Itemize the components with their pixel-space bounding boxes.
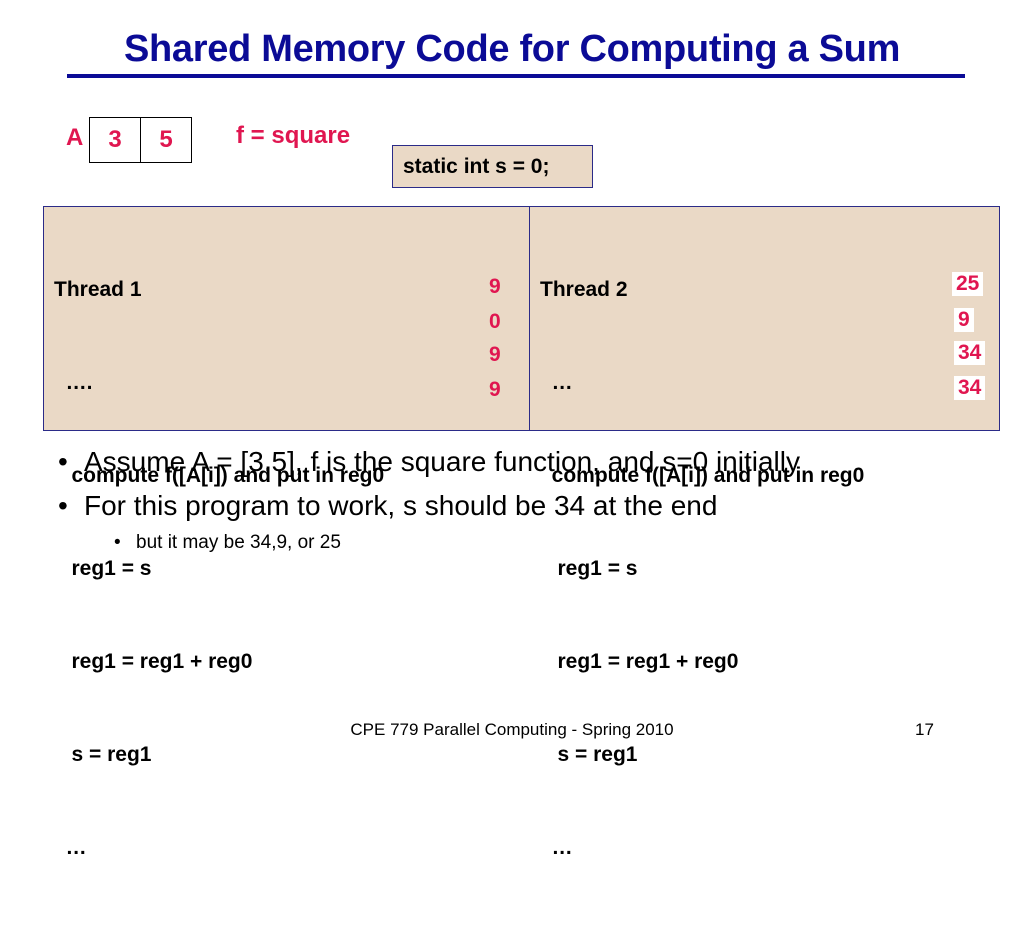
thread2-value-3: 34 xyxy=(954,376,986,400)
function-note: f = square xyxy=(236,122,351,149)
thread1-code: Thread 1 …. compute f([A[i]) and put in … xyxy=(54,212,384,925)
thread1-value-1: 0 xyxy=(489,310,501,333)
static-declaration: static int s = 0; xyxy=(403,154,550,178)
title-underline xyxy=(67,74,965,78)
thread1-line: … xyxy=(54,836,87,859)
thread2-value-2: 34 xyxy=(954,341,986,365)
thread2-value-1: 9 xyxy=(954,308,974,332)
array-cell-0: 3 xyxy=(89,117,141,163)
thread1-panel: Thread 1 …. compute f([A[i]) and put in … xyxy=(43,206,530,859)
bullet-item: •Assume A = [3,5], f is the square funct… xyxy=(58,446,800,477)
array-cell-1: 5 xyxy=(140,117,192,163)
thread2-line: reg1 = reg1 + reg0 xyxy=(540,650,739,673)
static-declaration-box: static int s = 0; xyxy=(392,145,593,188)
thread2-panel: Thread 2 … compute f([A[i]) and put in r… xyxy=(529,206,1000,859)
sub-bullet-item: •but it may be 34,9, or 25 xyxy=(114,532,341,553)
thread1-line: reg1 = reg1 + reg0 xyxy=(54,650,253,673)
sub-bullet-text: but it may be 34,9, or 25 xyxy=(136,532,341,553)
thread1-line: reg1 = s xyxy=(54,557,152,580)
thread1-line: …. xyxy=(54,371,93,394)
bullet-text: Assume A = [3,5], f is the square functi… xyxy=(84,446,800,477)
array-label: A xyxy=(66,124,84,151)
footer-text: CPE 779 Parallel Computing - Spring 2010 xyxy=(350,720,674,739)
thread1-line: s = reg1 xyxy=(54,743,152,766)
thread2-code: Thread 2 … compute f([A[i]) and put in r… xyxy=(540,212,864,925)
thread1-value-3: 9 xyxy=(489,378,501,401)
bullet-list: •Assume A = [3,5], f is the square funct… xyxy=(58,440,800,558)
thread2-value-0: 25 xyxy=(952,272,984,296)
bullet-text: For this program to work, s should be 34… xyxy=(84,490,718,521)
thread2-line: … xyxy=(540,371,573,394)
thread2-line: s = reg1 xyxy=(540,743,638,766)
thread1-value-0: 9 xyxy=(489,275,501,298)
thread2-line: Thread 2 xyxy=(540,278,628,301)
page-number: 17 xyxy=(915,720,934,739)
thread2-line: compute f([A[i]) and put in reg0 xyxy=(540,464,865,487)
slide-title: Shared Memory Code for Computing a Sum xyxy=(123,28,901,70)
thread2-line: reg1 = s xyxy=(540,557,638,580)
thread1-line: Thread 1 xyxy=(54,278,142,301)
bullet-item: •For this program to work, s should be 3… xyxy=(58,490,718,521)
thread2-line: … xyxy=(540,836,573,859)
thread1-line: compute f([A[i]) and put in reg0 xyxy=(54,464,385,487)
thread1-value-2: 9 xyxy=(489,343,501,366)
